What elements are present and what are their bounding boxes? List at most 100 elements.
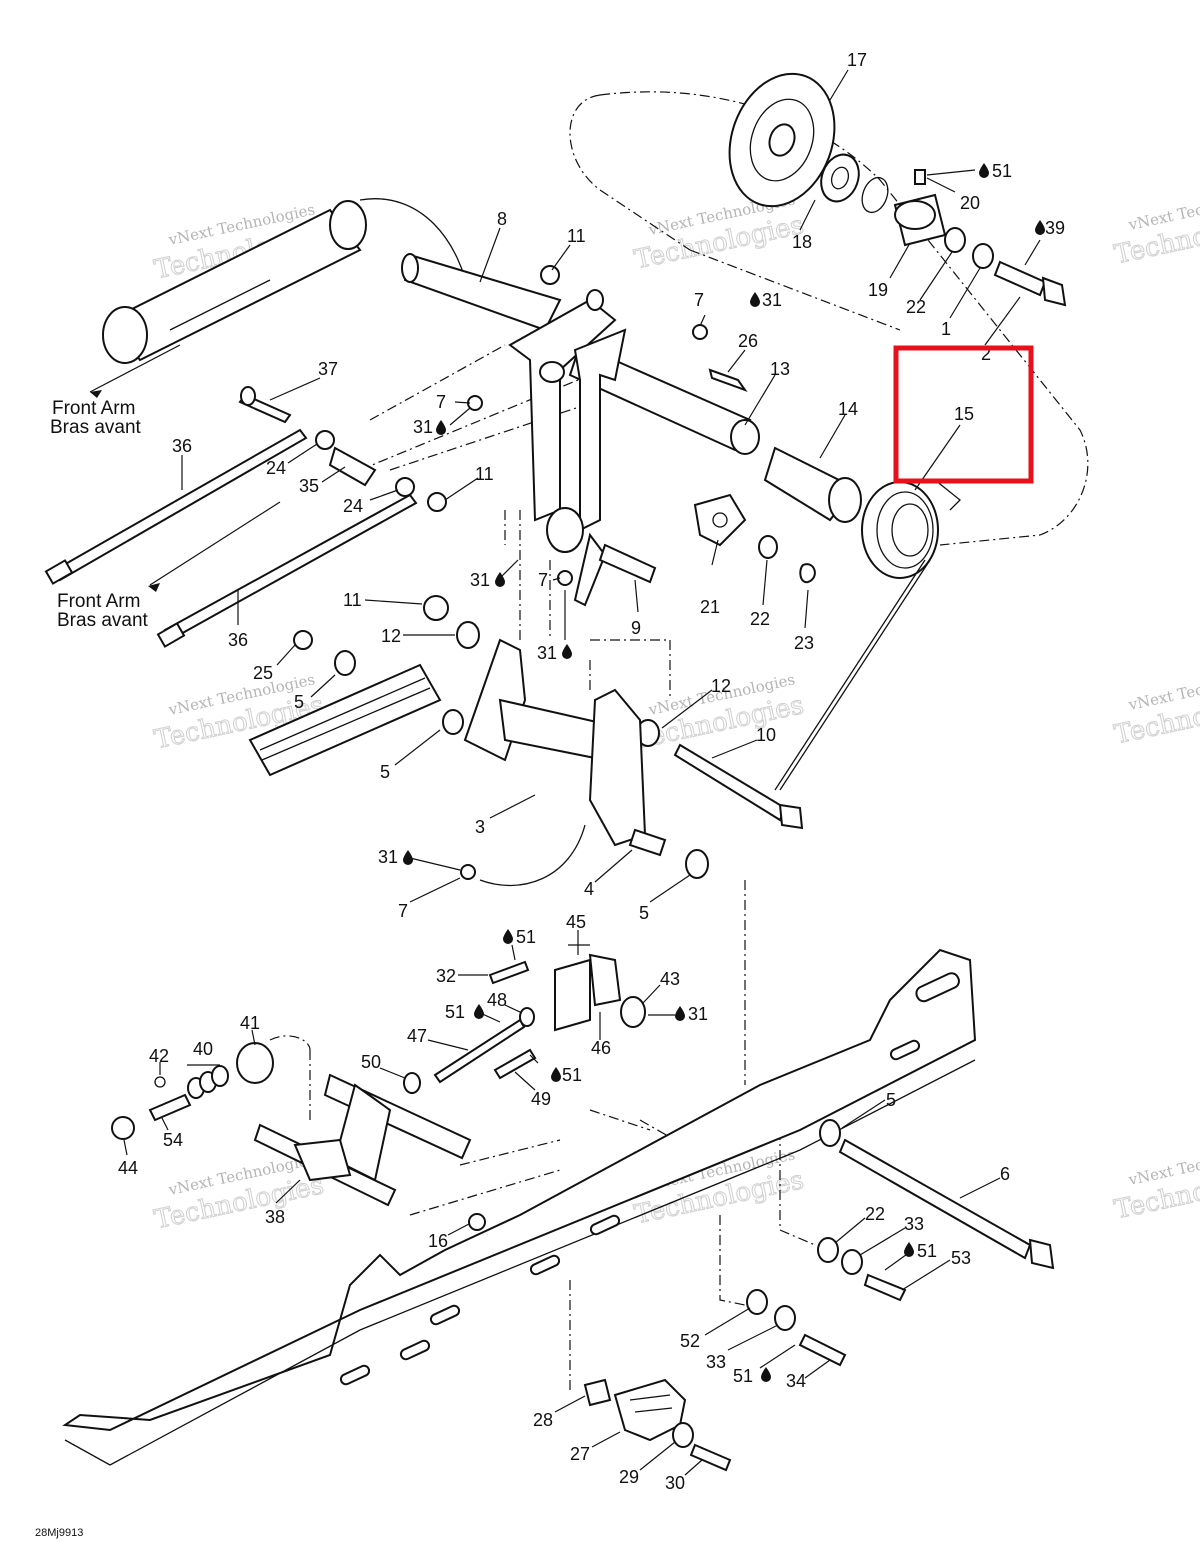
washer-24[interactable] — [395, 477, 415, 497]
callout-31[interactable]: 31 — [378, 847, 398, 867]
bushing-43[interactable] — [620, 996, 646, 1028]
callout-3[interactable]: 3 — [475, 817, 485, 837]
shaft-8[interactable] — [401, 253, 562, 332]
block-45[interactable] — [554, 953, 622, 1032]
callout-21[interactable]: 21 — [700, 597, 720, 617]
callout-37[interactable]: 37 — [318, 359, 338, 379]
nut-16[interactable] — [468, 1213, 486, 1231]
spacer-54[interactable] — [148, 1093, 192, 1122]
slide-rail[interactable] — [248, 663, 442, 777]
shock-absorber[interactable] — [102, 198, 471, 364]
rod-36[interactable] — [156, 493, 418, 648]
callout-31[interactable]: 31 — [688, 1004, 708, 1024]
slider-block-27[interactable] — [613, 1378, 687, 1442]
washer-50[interactable] — [403, 1072, 421, 1094]
callout-5[interactable]: 5 — [294, 692, 304, 712]
callout-51[interactable]: 51 — [562, 1065, 582, 1085]
callout-51[interactable]: 51 — [445, 1002, 465, 1022]
bracket-3[interactable] — [463, 638, 667, 857]
washer-5[interactable] — [442, 709, 464, 735]
nut-25[interactable] — [293, 630, 313, 650]
callout-30[interactable]: 30 — [665, 1473, 685, 1493]
bolt-53[interactable] — [863, 1273, 907, 1302]
callout-33[interactable]: 33 — [706, 1352, 726, 1372]
callout-26[interactable]: 26 — [738, 331, 758, 351]
bolt-37[interactable] — [238, 386, 292, 424]
callout-18[interactable]: 18 — [792, 232, 812, 252]
callout-53[interactable]: 53 — [951, 1248, 971, 1268]
callout-4[interactable]: 4 — [584, 879, 594, 899]
rear-arm[interactable] — [508, 289, 627, 607]
washer-12[interactable] — [456, 621, 480, 649]
callout-22[interactable]: 22 — [906, 297, 926, 317]
bearing-18[interactable] — [815, 149, 893, 216]
nut-44[interactable] — [111, 1116, 135, 1140]
callout-24[interactable]: 24 — [343, 496, 363, 516]
callout-7[interactable]: 7 — [694, 290, 704, 310]
callout-12[interactable]: 12 — [381, 626, 401, 646]
callout-36[interactable]: 36 — [172, 436, 192, 456]
callout-49[interactable]: 49 — [531, 1089, 551, 1109]
callout-32[interactable]: 32 — [436, 966, 456, 986]
callout-12[interactable]: 12 — [711, 676, 731, 696]
washer-48[interactable] — [519, 1007, 535, 1027]
ring-42[interactable] — [154, 1076, 166, 1088]
washer-52[interactable] — [746, 1289, 768, 1315]
bolt-34[interactable] — [798, 1333, 847, 1367]
callout-31[interactable]: 31 — [413, 417, 433, 437]
bolt-39[interactable] — [993, 260, 1067, 307]
callout-2[interactable]: 2 — [981, 344, 991, 364]
callout-1[interactable]: 1 — [941, 319, 951, 339]
callout-47[interactable]: 47 — [407, 1026, 427, 1046]
callout-29[interactable]: 29 — [619, 1467, 639, 1487]
callout-35[interactable]: 35 — [299, 476, 319, 496]
grease-fitting-7[interactable] — [557, 570, 573, 586]
callout-38[interactable]: 38 — [265, 1207, 285, 1227]
callout-7[interactable]: 7 — [538, 570, 548, 590]
callout-9[interactable]: 9 — [631, 618, 641, 638]
callout-27[interactable]: 27 — [570, 1444, 590, 1464]
rail[interactable] — [62, 948, 977, 1466]
callout-6[interactable]: 6 — [1000, 1164, 1010, 1184]
callout-10[interactable]: 10 — [756, 725, 776, 745]
callout-13[interactable]: 13 — [770, 359, 790, 379]
washer-1[interactable] — [972, 243, 994, 269]
idler-wheel-17[interactable] — [712, 59, 852, 221]
bushing-28[interactable] — [583, 1378, 612, 1407]
callout-11[interactable]: 11 — [475, 464, 494, 484]
bolt-30[interactable] — [689, 1443, 732, 1472]
clip-23[interactable] — [799, 563, 816, 584]
callout-28[interactable]: 28 — [533, 1410, 553, 1430]
callout-51[interactable]: 51 — [516, 927, 536, 947]
callout-20[interactable]: 20 — [960, 193, 980, 213]
grease-fitting-7[interactable] — [467, 395, 483, 411]
washer-5[interactable] — [334, 650, 356, 676]
spring-15[interactable] — [774, 479, 961, 791]
nut-11[interactable] — [427, 492, 447, 512]
bracket-21[interactable] — [693, 493, 747, 547]
callout-54[interactable]: 54 — [163, 1130, 183, 1150]
washer-33[interactable] — [841, 1249, 863, 1275]
callout-41[interactable]: 41 — [240, 1013, 260, 1033]
washer-29[interactable] — [672, 1422, 694, 1448]
nut-11[interactable] — [540, 265, 560, 285]
grease-fitting-7[interactable] — [692, 324, 708, 340]
bolt-26[interactable] — [708, 368, 748, 393]
washer-5[interactable] — [819, 1119, 841, 1147]
callout-24[interactable]: 24 — [266, 458, 286, 478]
callout-5[interactable]: 5 — [380, 762, 390, 782]
callout-31[interactable]: 31 — [537, 643, 557, 663]
grease-fitting-7[interactable] — [460, 864, 476, 880]
callout-44[interactable]: 44 — [118, 1158, 138, 1178]
callout-22[interactable]: 22 — [865, 1204, 885, 1224]
washer-33[interactable] — [774, 1305, 796, 1331]
callout-31[interactable]: 31 — [762, 290, 782, 310]
callout-52[interactable]: 52 — [680, 1331, 700, 1351]
washer-22[interactable] — [817, 1237, 839, 1263]
callout-19[interactable]: 19 — [868, 280, 888, 300]
callout-39[interactable]: 39 — [1045, 218, 1065, 238]
washer-22[interactable] — [758, 535, 778, 559]
pin-9[interactable] — [598, 543, 657, 584]
pin-47[interactable] — [433, 1018, 526, 1084]
rod-36[interactable] — [44, 428, 308, 585]
